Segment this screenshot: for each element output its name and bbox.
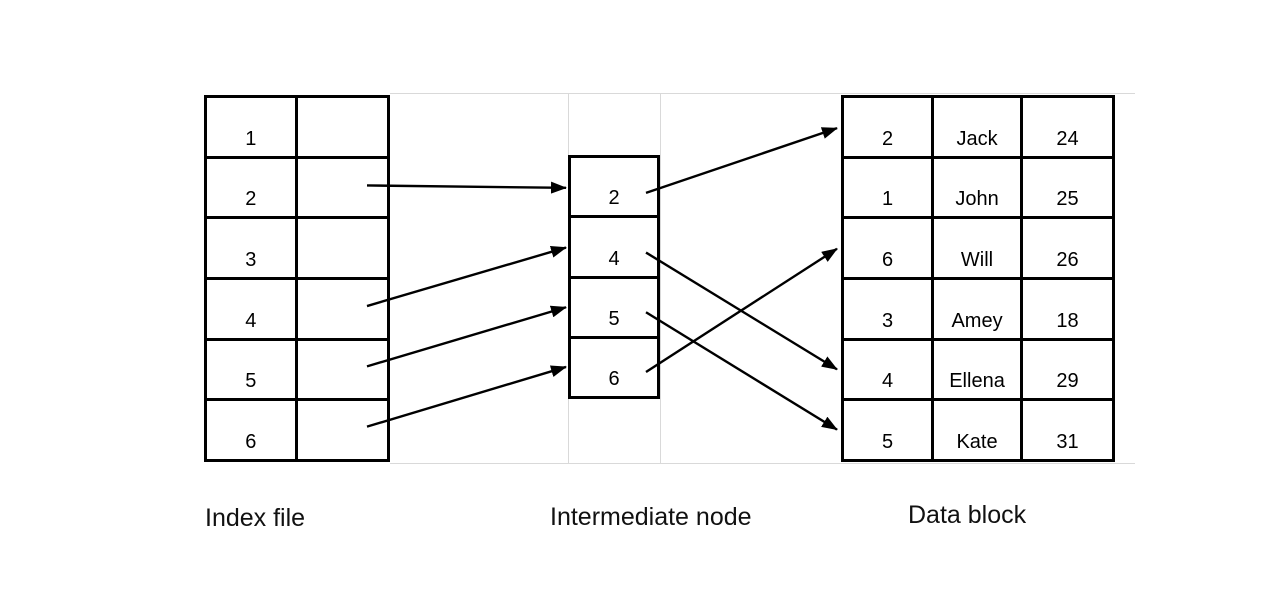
index-cell-pointer <box>297 219 387 277</box>
arrow-node5-to-record5 <box>645 311 838 431</box>
arrow-index6-to-node6 <box>366 365 567 428</box>
background-gridline-horizontal-top <box>390 93 1135 94</box>
arrow-node2-to-record2 <box>645 127 838 194</box>
data-cell-name: Ellena <box>934 340 1021 399</box>
data-cell-id: 6 <box>844 219 931 277</box>
index-cell-key: 5 <box>207 340 295 399</box>
index-cell-key: 2 <box>207 158 295 217</box>
index-cell-pointer <box>297 280 387 338</box>
arrow-index2-to-node2 <box>366 181 567 194</box>
data-cell-age: 29 <box>1023 340 1112 399</box>
data-cell-age: 25 <box>1023 158 1112 217</box>
data-block-label: Data block <box>908 501 1027 529</box>
intermediate-cell-key: 6 <box>571 338 657 396</box>
data-cell-age: 18 <box>1023 280 1112 338</box>
data-cell-name: Amey <box>934 280 1021 338</box>
intermediate-cell-key: 2 <box>571 158 657 216</box>
intermediate-cell-key: 5 <box>571 278 657 336</box>
intermediate-node-label: Intermediate node <box>550 503 752 531</box>
data-cell-name: Kate <box>934 401 1021 459</box>
index-cell-key: 3 <box>207 219 295 277</box>
index-cell-key: 1 <box>207 98 295 156</box>
data-cell-id: 3 <box>844 280 931 338</box>
data-cell-age: 31 <box>1023 401 1112 459</box>
intermediate-cell-key: 4 <box>571 218 657 276</box>
data-cell-age: 24 <box>1023 98 1112 156</box>
data-cell-name: Jack <box>934 98 1021 156</box>
arrow-index5-to-node5 <box>366 305 567 368</box>
data-cell-name: John <box>934 158 1021 217</box>
data-cell-id: 5 <box>844 401 931 459</box>
data-cell-age: 26 <box>1023 219 1112 277</box>
arrow-index4-to-node4 <box>366 246 567 308</box>
index-cell-pointer <box>297 158 387 217</box>
index-cell-pointer <box>297 98 387 156</box>
data-cell-id: 2 <box>844 98 931 156</box>
arrow-node4-to-record4 <box>645 251 838 371</box>
index-cell-pointer <box>297 340 387 399</box>
data-cell-id: 4 <box>844 340 931 399</box>
index-cell-key: 4 <box>207 280 295 338</box>
data-cell-name: Will <box>934 219 1021 277</box>
index-file-label: Index file <box>205 504 306 532</box>
index-cell-key: 6 <box>207 401 295 459</box>
arrow-node6-to-record6 <box>645 247 838 373</box>
index-cell-pointer <box>297 401 387 459</box>
background-gridline-vertical-right <box>660 93 661 464</box>
data-cell-id: 1 <box>844 158 931 217</box>
background-gridline-horizontal-bottom <box>390 463 1135 464</box>
